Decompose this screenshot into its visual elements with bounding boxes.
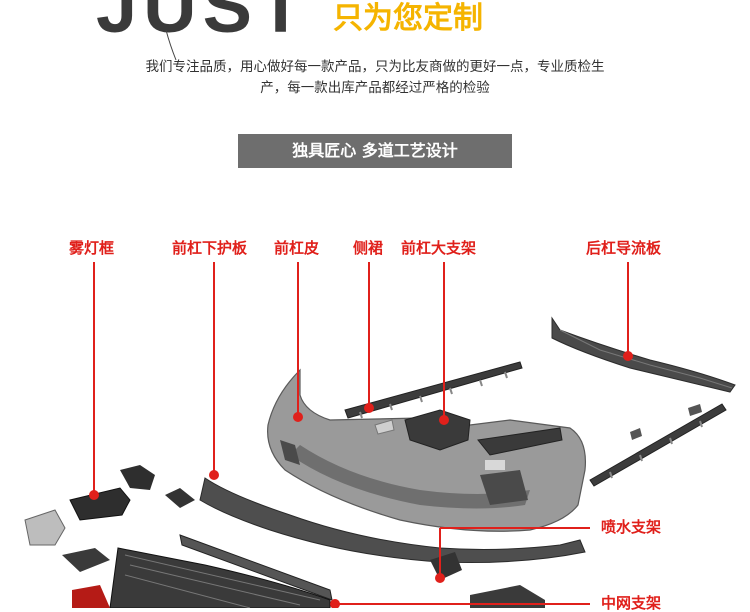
lower-guard-part [199, 477, 586, 564]
skirt-clip-a [688, 404, 702, 416]
grille-bracket-part [470, 585, 545, 608]
washer-bracket-part [430, 552, 462, 580]
bumper-bracket-dot [439, 415, 449, 425]
bumper-skin-dot [293, 412, 303, 422]
side-skirt-part [344, 361, 523, 419]
intro-line-2: 产，每一款出库产品都经过严格的检验 [260, 80, 490, 96]
bumper-bracket-part [404, 409, 471, 451]
label-bumper-skin: 前杠皮 [274, 239, 320, 257]
side-skirt-right [589, 403, 727, 487]
bumper-skin-plate [485, 460, 505, 470]
section-banner: 独具匠心 多道工艺设计 [238, 134, 512, 168]
fog-frame-top [120, 465, 155, 490]
small-part-3 [62, 548, 110, 572]
honeycomb-grille-part [109, 547, 331, 608]
skirt-clip-b [630, 428, 642, 440]
side-skirt-right-teeth [609, 420, 703, 479]
hero-word: JUST [96, 0, 310, 48]
rear-diffuser-ribs [559, 329, 733, 389]
label-bumper-bracket: 前杠大支架 [401, 239, 477, 257]
rear-diffuser-dot [623, 351, 633, 361]
bumper-skin-fog-left [280, 440, 300, 465]
rear-diffuser-part [551, 316, 736, 393]
washer-bracket-dot [435, 573, 445, 583]
label-side-skirt: 侧裙 [353, 239, 384, 257]
lower-guard-dot [209, 470, 219, 480]
hero-swash [165, 29, 177, 61]
small-part-2 [24, 509, 66, 546]
label-washer-bracket: 喷水支架 [601, 518, 662, 536]
intro-text: 我们专注品质，用心做好每一款产品，只为比友商做的更好一点，专业质检生 产，每一款… [0, 57, 750, 99]
callout-lines [93, 262, 629, 605]
fog-frame-part [69, 487, 131, 521]
side-skirt-dot [364, 403, 374, 413]
bracket-small-1 [374, 419, 395, 435]
label-grille-bracket: 中网支架 [601, 594, 662, 612]
fog-frame-dot [89, 490, 99, 500]
bumper-skin-fog-right [480, 470, 528, 505]
label-lower-guard: 前杠下护板 [172, 239, 248, 257]
grille-bracket-dot [330, 599, 340, 608]
small-part-1 [165, 488, 195, 508]
label-fog-frame: 雾灯框 [69, 239, 115, 257]
intro-line-1: 我们专注品质，用心做好每一款产品，只为比友商做的更好一点，专业质检生 [145, 59, 605, 75]
honeycomb-pattern [124, 554, 321, 608]
red-grille-part [72, 585, 110, 608]
hero-title: 只为您定制 [333, 1, 483, 36]
label-rear-diffuser: 后杠导流板 [586, 239, 662, 257]
bracket-right [477, 427, 563, 456]
side-skirt-teeth [359, 371, 508, 419]
callout-dots [89, 351, 633, 608]
